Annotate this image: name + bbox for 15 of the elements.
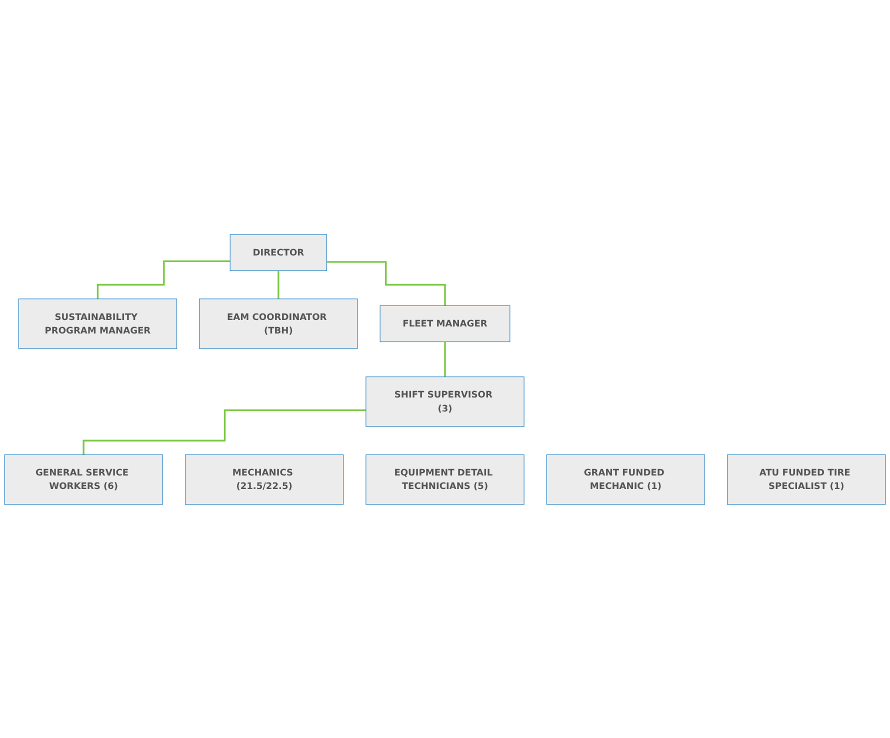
- node-box: GENERAL SERVICE WORKERS (6): [4, 454, 163, 504]
- connector: [96, 260, 230, 300]
- node-box: ATU FUNDED TIRE SPECIALIST (1): [727, 454, 886, 504]
- node-box: SHIFT SUPERVISOR (3): [366, 376, 524, 426]
- node-box: DIRECTOR: [230, 234, 327, 270]
- connector: [444, 340, 446, 378]
- node-box: MECHANICS (21.5/22.5): [184, 454, 344, 504]
- node-box: EAM COORDINATOR (TBH): [199, 298, 358, 348]
- connector: [326, 260, 446, 306]
- connector: [278, 269, 280, 300]
- node-box: FLEET MANAGER: [380, 304, 510, 342]
- node-box: GRANT FUNDED MECHANIC (1): [546, 454, 706, 504]
- connector: [82, 408, 366, 456]
- node-box: EQUIPMENT DETAIL TECHNICIANS (5): [366, 454, 524, 504]
- node-box: SUSTAINABILITY PROGRAM MANAGER: [18, 298, 178, 348]
